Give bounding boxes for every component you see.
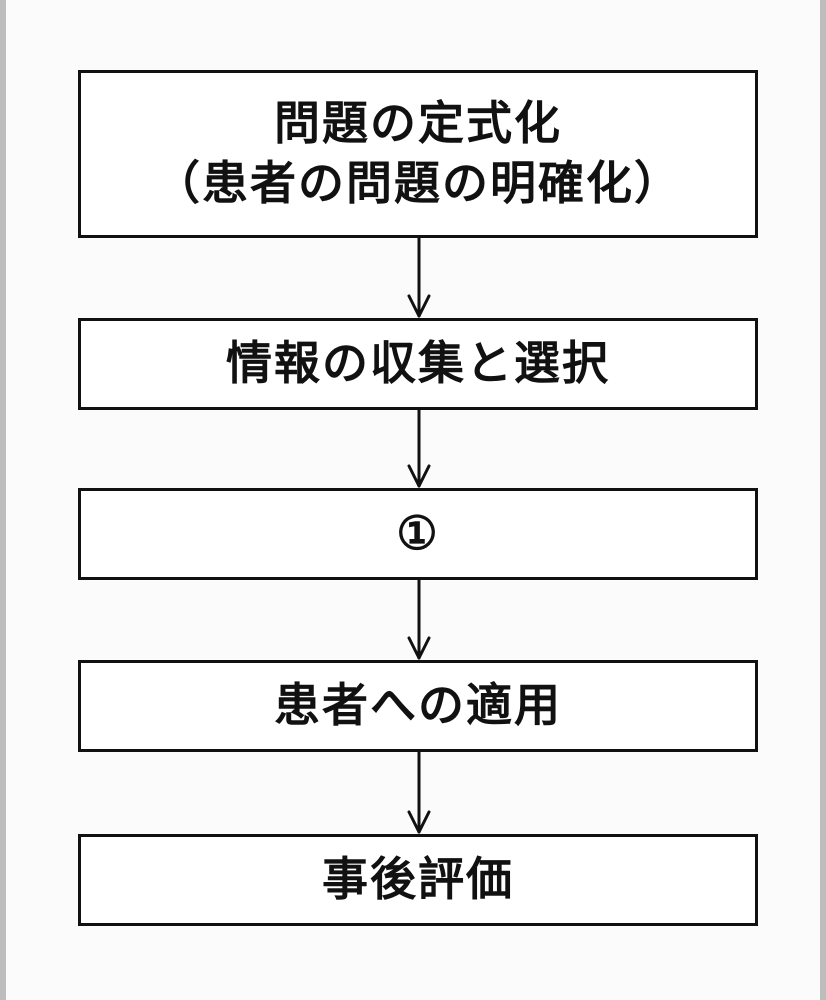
step-label: 事後評価 <box>322 852 514 907</box>
step-box-information-collection: 情報の収集と選択 <box>78 318 758 410</box>
arrow-4-to-5 <box>407 750 431 834</box>
step-label: 患者への適用 <box>274 678 562 733</box>
arrow-1-to-2 <box>407 236 431 318</box>
step-box-post-evaluation: 事後評価 <box>78 834 758 926</box>
step-box-patient-application: 患者への適用 <box>78 660 758 752</box>
step-box-blank-1: ① <box>78 488 758 580</box>
step-label: 情報の収集と選択 <box>226 336 610 391</box>
arrow-2-to-3 <box>407 408 431 488</box>
step-label: ① <box>396 506 440 561</box>
arrow-3-to-4 <box>407 578 431 660</box>
step-box-problem-formulation: 問題の定式化 （患者の問題の明確化） <box>78 70 758 238</box>
step-sublabel: （患者の問題の明確化） <box>154 156 682 210</box>
step-label: 問題の定式化 <box>274 96 562 151</box>
